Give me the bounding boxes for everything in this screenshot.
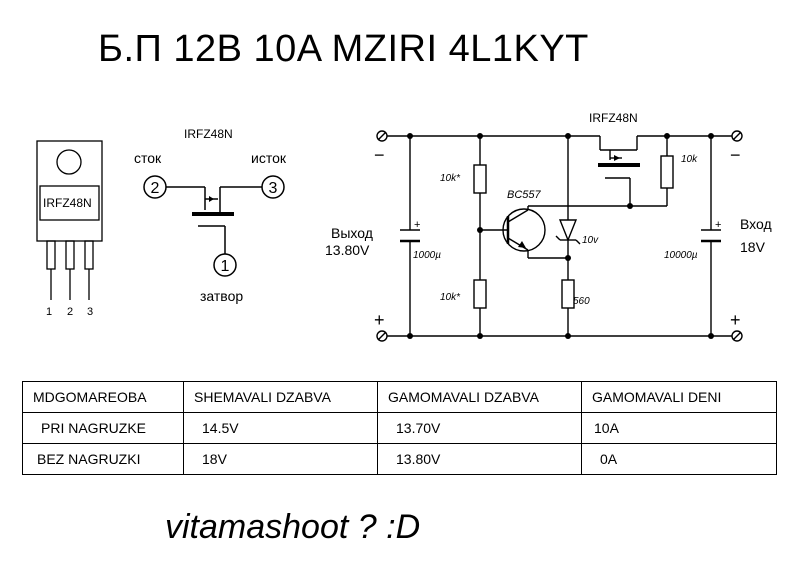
output-plus-sign: + bbox=[374, 310, 385, 330]
input-plus-sign: + bbox=[730, 310, 741, 330]
top-resistor-label: 10k* bbox=[440, 173, 461, 184]
table-cell: 14.5V bbox=[183, 412, 378, 444]
transistor-label: BC557 bbox=[507, 189, 542, 201]
pin-number-source: 3 bbox=[269, 180, 278, 197]
package-lead-1 bbox=[46, 240, 56, 270]
measurement-table: MDGOMAREOBA SHEMAVALI DZABVA GAMOMAVALI … bbox=[22, 381, 777, 475]
table-header-cell: MDGOMAREOBA bbox=[22, 381, 184, 413]
input-cap-plus: + bbox=[715, 219, 721, 231]
input-label: Вход bbox=[740, 216, 772, 232]
table-cell: PRI NAGRUZKE bbox=[22, 412, 184, 444]
table-cell: BEZ NAGRUZKI bbox=[22, 443, 184, 475]
table-row: BEZ NAGRUZKI 18V 13.80V 0A bbox=[22, 443, 777, 475]
table-cell: 0A bbox=[581, 443, 777, 475]
output-cap-label: 1000µ bbox=[413, 250, 441, 261]
table-cell: 13.80V bbox=[377, 443, 582, 475]
package-lead-3 bbox=[84, 240, 94, 270]
mosfet-symbol bbox=[143, 175, 285, 277]
output-cap-plus: + bbox=[414, 219, 420, 231]
regulator-circuit bbox=[376, 130, 743, 342]
table-header-cell: SHEMAVALI DZABVA bbox=[183, 381, 378, 413]
zener-label: 10v bbox=[582, 235, 599, 246]
output-label: Выход bbox=[331, 225, 373, 241]
table-row: PRI NAGRUZKE 14.5V 13.70V 10A bbox=[22, 412, 777, 444]
transistor-body bbox=[502, 208, 546, 252]
table-cell: 10A bbox=[581, 412, 777, 444]
zener-diode bbox=[558, 219, 578, 242]
gate-label: затвор bbox=[200, 288, 243, 304]
input-minus-sign: − bbox=[730, 145, 741, 165]
package-pin-2: 2 bbox=[67, 306, 73, 318]
source-label: исток bbox=[251, 150, 287, 166]
to220-package bbox=[36, 140, 103, 300]
mounting-hole bbox=[56, 149, 82, 175]
drain-label: сток bbox=[134, 150, 162, 166]
output-voltage: 13.80V bbox=[325, 242, 370, 258]
table-cell: 13.70V bbox=[377, 412, 582, 444]
package-part-label: IRFZ48N bbox=[43, 196, 92, 210]
zener-resistor-label: 560 bbox=[573, 296, 590, 307]
mosfet-arrow bbox=[209, 196, 214, 202]
package-label-frame bbox=[39, 185, 100, 221]
bottom-resistor-label: 10k* bbox=[440, 292, 461, 303]
page-title: Б.П 12В 10A MZIRI 4L1KYT bbox=[98, 28, 589, 70]
schematic: IRFZ48N 1 2 3 IRFZ48N сток исток 2 3 1 з… bbox=[36, 111, 772, 342]
output-minus-sign: − bbox=[374, 145, 385, 165]
gate-resistor-label: 10k bbox=[681, 154, 698, 165]
pass-mosfet-label: IRFZ48N bbox=[589, 111, 638, 125]
package-lead-2 bbox=[65, 240, 75, 270]
input-cap-label: 10000µ bbox=[664, 250, 698, 261]
package-body bbox=[36, 140, 103, 242]
input-voltage: 18V bbox=[740, 239, 766, 255]
package-pin-3: 3 bbox=[87, 306, 93, 318]
footer-text: vitamashoot ? :D bbox=[165, 508, 421, 546]
package-pin-1: 1 bbox=[46, 306, 52, 318]
table-cell: 18V bbox=[183, 443, 378, 475]
circuit-marks bbox=[407, 133, 714, 339]
table-header-row: MDGOMAREOBA SHEMAVALI DZABVA GAMOMAVALI … bbox=[22, 381, 777, 413]
symbol-part-label: IRFZ48N bbox=[184, 127, 233, 141]
table-header-cell: GAMOMAVALI DENI bbox=[581, 381, 777, 413]
pin-number-gate: 1 bbox=[221, 258, 230, 275]
table-header-cell: GAMOMAVALI DZABVA bbox=[377, 381, 582, 413]
pin-number-drain: 2 bbox=[151, 180, 160, 197]
